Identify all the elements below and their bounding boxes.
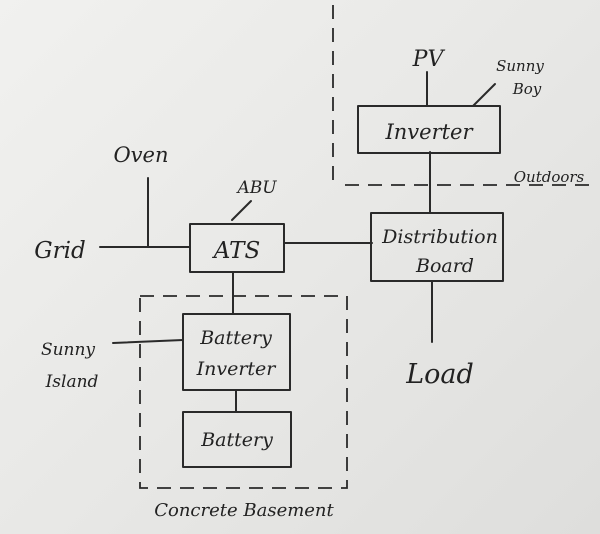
battery-inverter-label-line2: Inverter <box>196 358 278 380</box>
sunny-island-pointer <box>112 339 184 344</box>
battery-inverter-box: Battery Inverter <box>182 313 291 391</box>
battery-box: Battery <box>182 411 292 468</box>
pv-label: PV <box>412 47 446 72</box>
sunny-boy-label-line2: Boy <box>512 80 542 98</box>
grid-label: Grid <box>34 238 85 264</box>
inverter-box: Inverter <box>357 105 501 154</box>
distribution-board-box: Distribution Board <box>370 212 504 282</box>
inverter-box-label: Inverter <box>384 120 474 144</box>
abu-label: ABU <box>235 178 277 198</box>
sunny-island-label-line1: Sunny <box>41 340 95 360</box>
ats-box-label: ATS <box>212 238 260 264</box>
distribution-board-label-line1: Distribution <box>381 226 498 248</box>
distribution-board-label-line2: Board <box>415 255 474 277</box>
sunny-boy-pointer <box>472 83 496 107</box>
battery-inverter-label-line1: Battery <box>199 327 272 349</box>
load-label: Load <box>405 359 474 390</box>
sunny-island-label-line2: Island <box>45 372 99 392</box>
ats-box: ATS <box>189 223 285 273</box>
sunny-boy-label-line1: Sunny <box>496 57 544 75</box>
concrete-basement-label: Concrete Basement <box>154 500 334 521</box>
abu-pointer <box>231 200 252 221</box>
battery-box-label: Battery <box>200 429 273 451</box>
oven-label: Oven <box>113 143 168 167</box>
basement-boundary <box>139 295 348 489</box>
outdoors-label: Outdoors <box>514 168 585 186</box>
